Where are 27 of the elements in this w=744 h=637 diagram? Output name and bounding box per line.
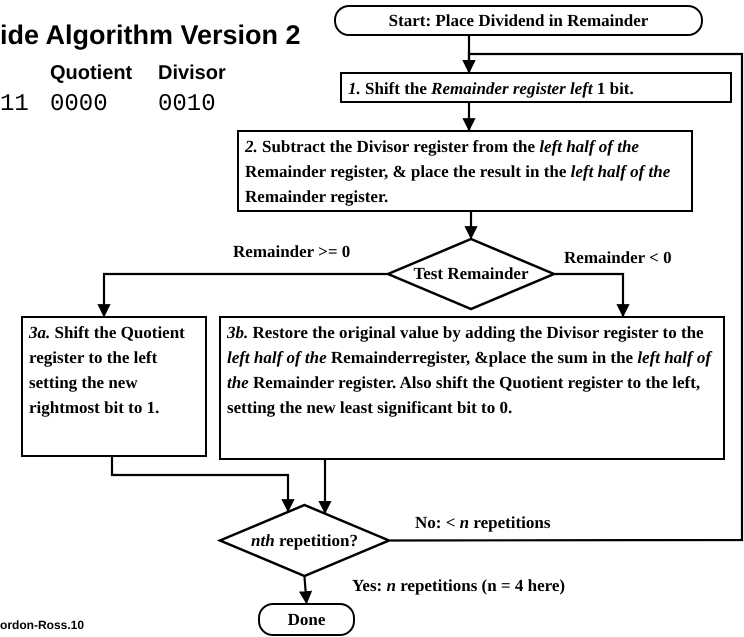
arrow [462,103,476,132]
edge-label: Yes: n repetitions (n = 4 here) [352,576,566,596]
process-box: 2. Subtract the Divisor register from the left half of the Remainder register, & place the result in the left half of the Remainder register. [237,130,693,212]
process-box: 1. Shift the Remainder register left 1 bit. [340,72,732,103]
terminal-box: Start: Place Dividend in Remainder [334,5,703,36]
process-box: 3b. Restore the original value by adding the Divisor register to the left half of the Remainderregister, &place the sum in the left half of the Remainder register. Also shift the Quotient register to the left, setting the new least significant bit to 0. [219,316,725,460]
process-box: 3a. Shift the Quotient register to the left setting the new rightmost bit to 1. [21,316,207,457]
edge-label: Remainder >= 0 [233,242,350,262]
arrow [318,460,332,514]
arrow [97,272,387,318]
register-value: 0000 [50,91,108,118]
decision-text: nth repetition? [251,530,358,550]
decision-text: Test Remainder [413,264,529,284]
arrow [464,212,478,240]
edge-label: No: < n repetitions [415,513,550,533]
column-heading: Quotient [50,62,132,85]
footer-text: ordon-Ross.10 [0,618,84,632]
arrow [299,576,312,604]
register-value: 0010 [158,91,216,118]
terminal-box: Done [258,603,355,636]
edge-label: Remainder < 0 [564,248,672,268]
column-heading: Divisor [158,62,226,85]
arrow [110,457,295,512]
arrow [390,52,744,542]
register-value: 11 [0,91,29,118]
arrow [555,272,630,318]
slide-title: ide Algorithm Version 2 [0,20,301,51]
